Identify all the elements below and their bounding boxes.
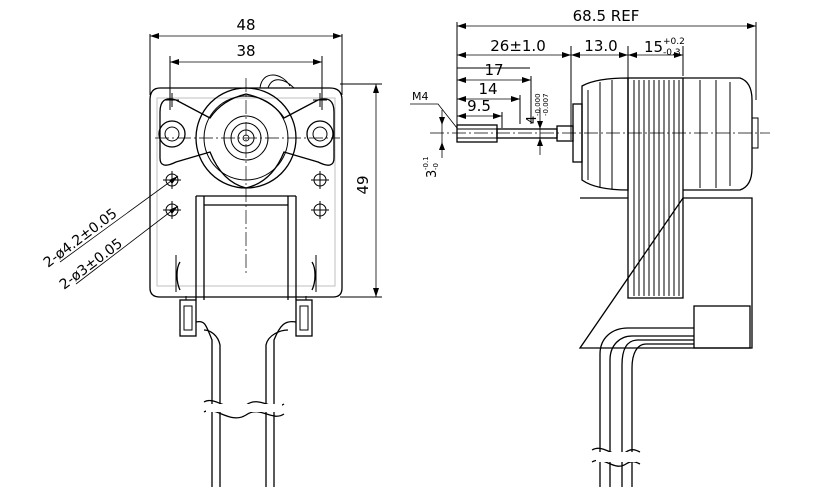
dim-26-label: 26±1.0 xyxy=(490,37,546,55)
thread-callout: M4 xyxy=(410,90,458,129)
shaft-dia-tol-lower: -0.007 xyxy=(542,93,550,116)
lead-wires-side xyxy=(591,327,694,487)
dim-48: 48 xyxy=(149,16,343,95)
shaft-dia-main: 4 xyxy=(525,116,540,124)
terminal-right xyxy=(295,299,313,337)
frame-plate xyxy=(149,87,343,298)
lower-housing xyxy=(578,197,753,349)
mount-hole-right xyxy=(306,120,334,148)
dim-14: 14 xyxy=(457,80,521,124)
stator-bracket xyxy=(159,93,335,189)
thread-label: M4 xyxy=(412,90,429,103)
dim-48-label: 48 xyxy=(236,16,255,34)
dim-38-label: 38 xyxy=(236,42,255,60)
motor-body-side xyxy=(572,77,759,191)
dim-15-tol-lower: -0.3 xyxy=(663,48,681,58)
lead-wires-front xyxy=(195,320,297,487)
dim-9-5: 9.5 xyxy=(457,97,503,128)
dim-68-5: 68.5 REF xyxy=(457,7,756,29)
dim-15-tol-upper: +0.2 xyxy=(663,37,685,47)
motor-shaft xyxy=(456,124,574,143)
dim-17-label: 17 xyxy=(484,61,503,79)
dim-49-label: 49 xyxy=(354,175,372,194)
front-view: 48 38 49 xyxy=(41,16,382,487)
tip-dia-tol-lower: -0 xyxy=(432,163,440,170)
dim-38: 38 xyxy=(169,42,323,110)
dim-tip-diameter: 3 -0.1 -0 xyxy=(422,110,445,178)
shaft-dia-tol-upper: -0.000 xyxy=(534,93,542,116)
dim-49: 49 xyxy=(340,83,382,298)
mount-hole-left xyxy=(158,120,186,148)
dim-15-label: 15 xyxy=(644,38,663,56)
laminated-stack xyxy=(627,77,684,299)
dim-row-2: 26±1.0 13.0 15 +0.2 -0.3 xyxy=(457,37,685,58)
dim-68-5-label: 68.5 REF xyxy=(573,7,640,25)
tip-dia-main: 3 xyxy=(425,170,440,178)
dim-shaft-diameter: 4 -0.000 -0.007 xyxy=(525,93,550,155)
terminal-block-side xyxy=(693,305,751,349)
dim-13-label: 13.0 xyxy=(584,37,617,55)
side-view: 68.5 REF 26±1.0 13.0 15 +0.2 -0.3 17 14 xyxy=(410,7,770,487)
terminal-left xyxy=(179,299,197,337)
tip-dia-tol-upper: -0.1 xyxy=(422,156,430,170)
dim-14-label: 14 xyxy=(478,80,497,98)
dim-9-5-label: 9.5 xyxy=(467,97,491,115)
dim-17: 17 xyxy=(457,61,532,124)
